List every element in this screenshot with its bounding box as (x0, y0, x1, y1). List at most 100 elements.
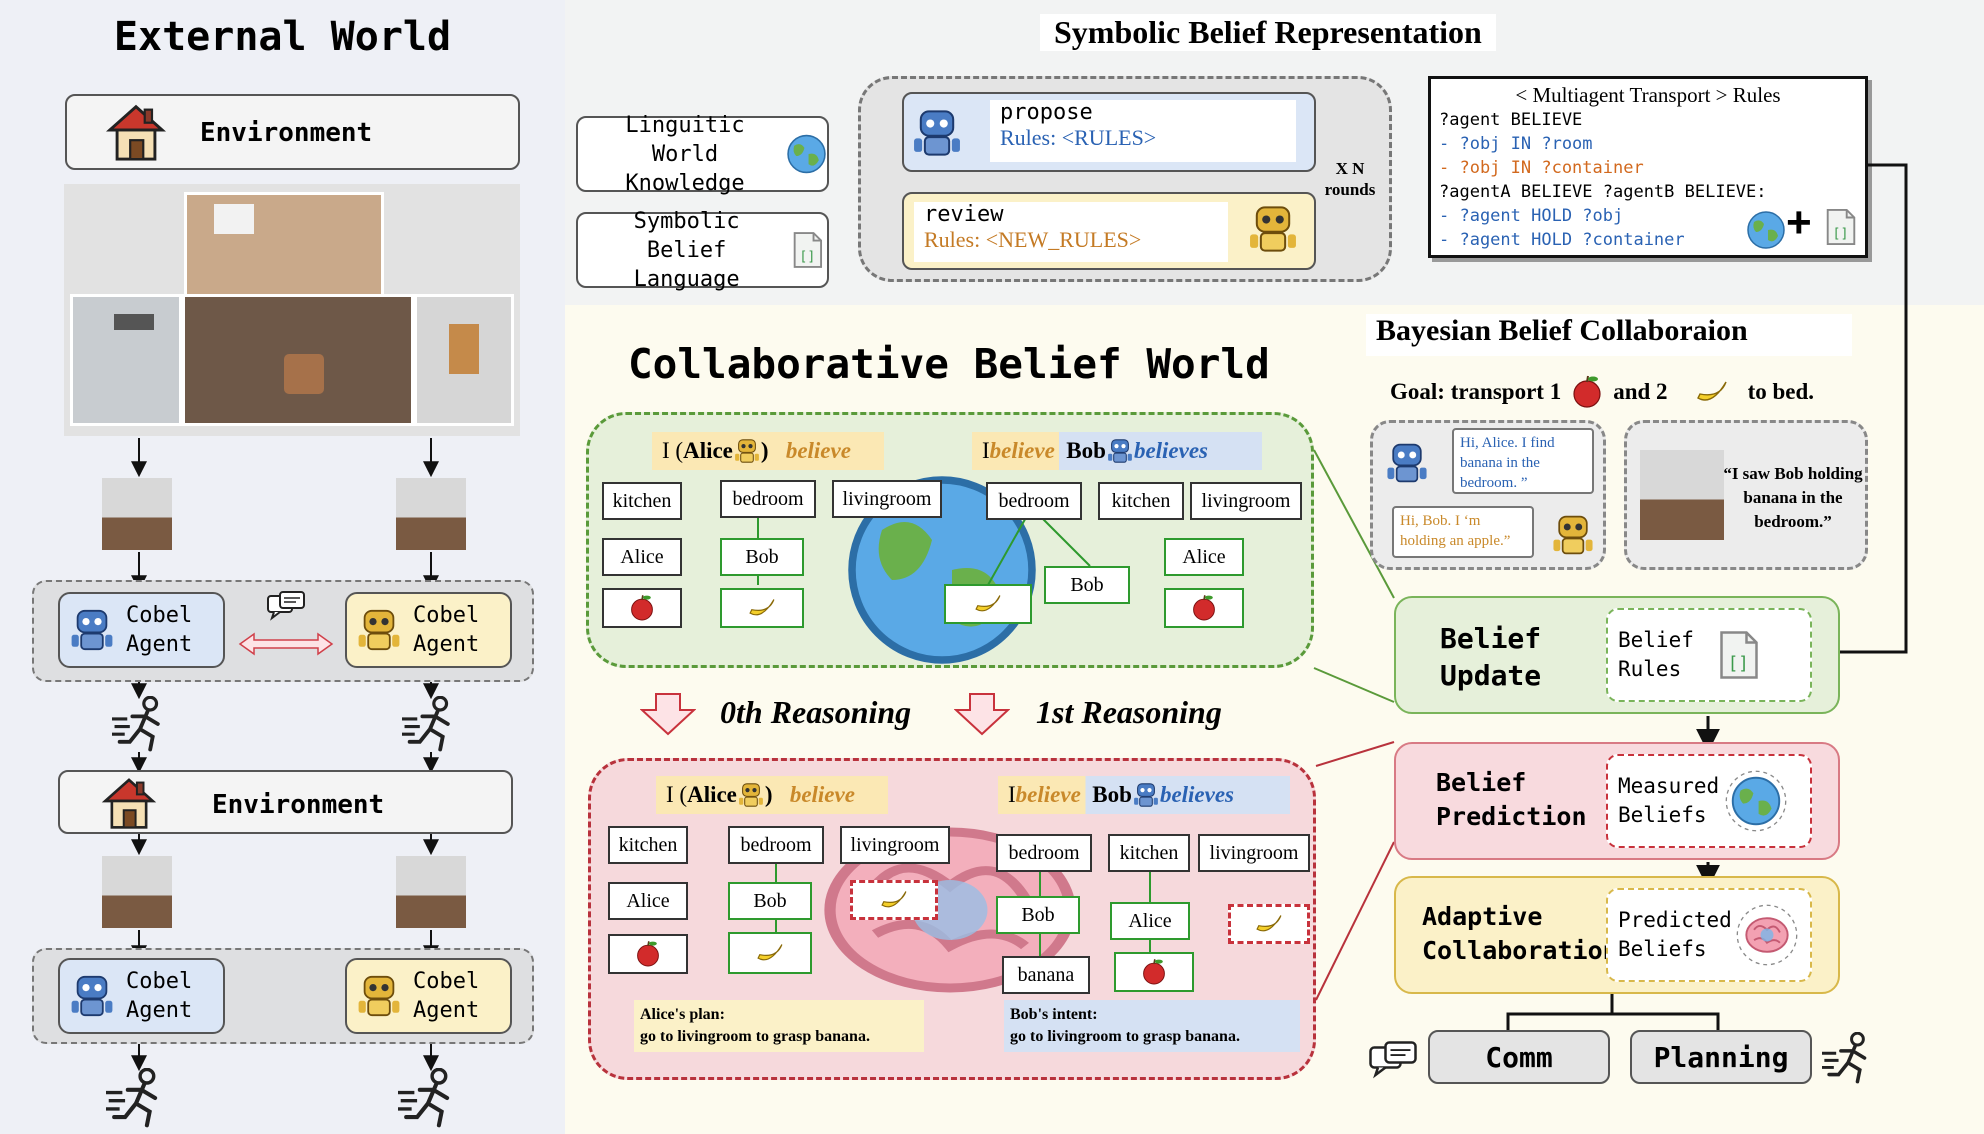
reasoning-arrow-down (954, 693, 1010, 736)
tag-i: I ( (666, 782, 688, 807)
banana-predicted-node (850, 880, 938, 920)
measured-beliefs-box: Measured Beliefs (1606, 754, 1812, 848)
apple-icon (636, 940, 660, 967)
reasoning-0th: 0th Reasoning (720, 694, 912, 730)
observation-thumb (102, 478, 172, 550)
environment-label-bottom: Environment (212, 790, 385, 820)
bayes-title: Bayesian Belief Collaboraion (1366, 314, 1852, 356)
measured-beliefs-label: Measured Beliefs (1618, 774, 1720, 827)
tag-believe: believe (1015, 782, 1081, 807)
goal-text-c: to bed. (1747, 379, 1815, 404)
rules-box: < Multiagent Transport > Rules ?agent BE… (1428, 76, 1868, 258)
bob-intent-text: go to livingroom to grasp banana. (1010, 1028, 1240, 1045)
livingroom-node: livingroom (832, 480, 942, 518)
robot-gold-icon (1552, 515, 1594, 555)
propose-text: propose Rules: <RULES> (990, 100, 1296, 162)
bob-node: Bob (996, 896, 1080, 934)
banana-icon (881, 890, 907, 908)
bob-node: Bob (720, 538, 804, 576)
rules-line: - ?agent HOLD ?container (1439, 230, 1685, 250)
bob-intent: Bob's intent: go to livingroom to grasp … (1004, 1000, 1300, 1052)
banana-node (720, 588, 804, 628)
bedroom-node: bedroom (986, 482, 1082, 520)
communication-arrow (238, 591, 334, 656)
kitchen-node: kitchen (602, 482, 682, 520)
chat-icon (1369, 1041, 1417, 1077)
apple-node (608, 934, 688, 974)
banana-node: banana (1002, 956, 1090, 994)
globe-icon (1725, 770, 1787, 832)
alice-node: Alice (1110, 902, 1190, 940)
livingroom-node: livingroom (1190, 482, 1302, 520)
bedroom-node: bedroom (720, 480, 816, 518)
observation-quote: “I saw Bob holding banana in the bedroom… (1723, 464, 1863, 531)
livingroom-node: livingroom (840, 826, 950, 864)
reasoning-1st: 1st Reasoning (1036, 694, 1222, 730)
alice-believe-tag: I (Alice ) believe (656, 776, 888, 814)
bedroom-node: bedroom (728, 826, 824, 864)
cobel-agent-blue-bottom: Cobel Agent (58, 958, 225, 1034)
symbolic-title: Symbolic Belief Representation (1040, 14, 1496, 51)
rules-line: - ?obj IN ?room (1439, 134, 1593, 154)
agent-label: Cobel Agent (413, 969, 480, 1023)
kitchen-node: kitchen (608, 826, 688, 864)
banana-node (728, 932, 812, 974)
bedroom-node: bedroom (996, 834, 1092, 872)
observation-thumb (102, 856, 172, 928)
planning-box: Planning (1630, 1030, 1812, 1084)
plus-icon: + (1786, 198, 1812, 247)
alice-plan-title: Alice's plan: (640, 1006, 725, 1023)
brain-icon (1736, 904, 1798, 966)
tag-believe: believe (989, 438, 1055, 463)
apple-node (1114, 952, 1194, 992)
apple-node (602, 588, 682, 628)
tag-close: ) (764, 782, 773, 807)
cobel-agent-blue-top: Cobel Agent (58, 592, 225, 668)
rules-header: < Multiagent Transport > Rules (1515, 83, 1781, 107)
alice-believe-tag: I (Alice ) believe (652, 432, 884, 470)
robot-blue-icon (1386, 443, 1428, 483)
reasoning-arrow-down (640, 693, 696, 736)
observation-thumb (396, 856, 466, 928)
cobel-agent-gold-top: Cobel Agent (345, 592, 512, 668)
alice-plan-text: go to livingroom to grasp banana. (640, 1028, 870, 1045)
bob-believes-tag: I believe Bob believes (972, 432, 1262, 470)
belief-rules-box: Belief Rules (1606, 608, 1812, 702)
tag-i: I (982, 438, 990, 463)
floorplan-image (64, 184, 520, 436)
tag-believe: believe (789, 782, 855, 807)
tag-believes: believes (1159, 782, 1235, 807)
comm-box: Comm (1428, 1030, 1610, 1084)
agent-label: Cobel Agent (413, 603, 480, 657)
belief-update-label: Belief Update (1440, 622, 1542, 692)
kitchen-node: kitchen (1098, 482, 1184, 520)
tag-close: ) (760, 438, 769, 463)
external-world-title: External World (113, 14, 452, 60)
rules-line: - ?obj IN ?container (1439, 158, 1644, 178)
symbolic-label: Symbolic Belief Language (633, 208, 740, 292)
alice-node: Alice (608, 882, 688, 920)
environment-label-top: Environment (200, 118, 373, 148)
rules-line: - ?agent HOLD ?obj (1439, 206, 1624, 226)
propose-label: propose (1000, 100, 1093, 125)
banana-icon (1256, 914, 1282, 932)
review-rules: Rules: <NEW_RULES> (924, 227, 1142, 252)
observation-thumb (1640, 450, 1724, 540)
bob-believes-tag: I believe Bob believes (998, 776, 1290, 814)
cobel-agent-gold-bottom: Cobel Agent (345, 958, 512, 1034)
kitchen-node: kitchen (1108, 834, 1190, 872)
belief-prediction-label: Belief Prediction (1436, 768, 1587, 831)
observation-thumb (396, 478, 466, 550)
review-text: review Rules: <NEW_RULES> (914, 202, 1228, 262)
tag-i: I ( (662, 438, 684, 463)
tag-alice: Alice (683, 438, 733, 463)
banana-icon (757, 943, 783, 961)
chat-bubble-bob: Hi, Alice. I find banana in the bedroom.… (1452, 428, 1594, 494)
tag-believes: believes (1133, 438, 1209, 463)
tag-i: I (1008, 782, 1016, 807)
predicted-beliefs-box: Predicted Beliefs (1606, 888, 1812, 982)
propose-rules: Rules: <RULES> (1000, 125, 1157, 150)
agent-label: Cobel Agent (126, 969, 193, 1023)
bob-node: Bob (1044, 566, 1130, 604)
alice-node: Alice (1164, 538, 1244, 576)
